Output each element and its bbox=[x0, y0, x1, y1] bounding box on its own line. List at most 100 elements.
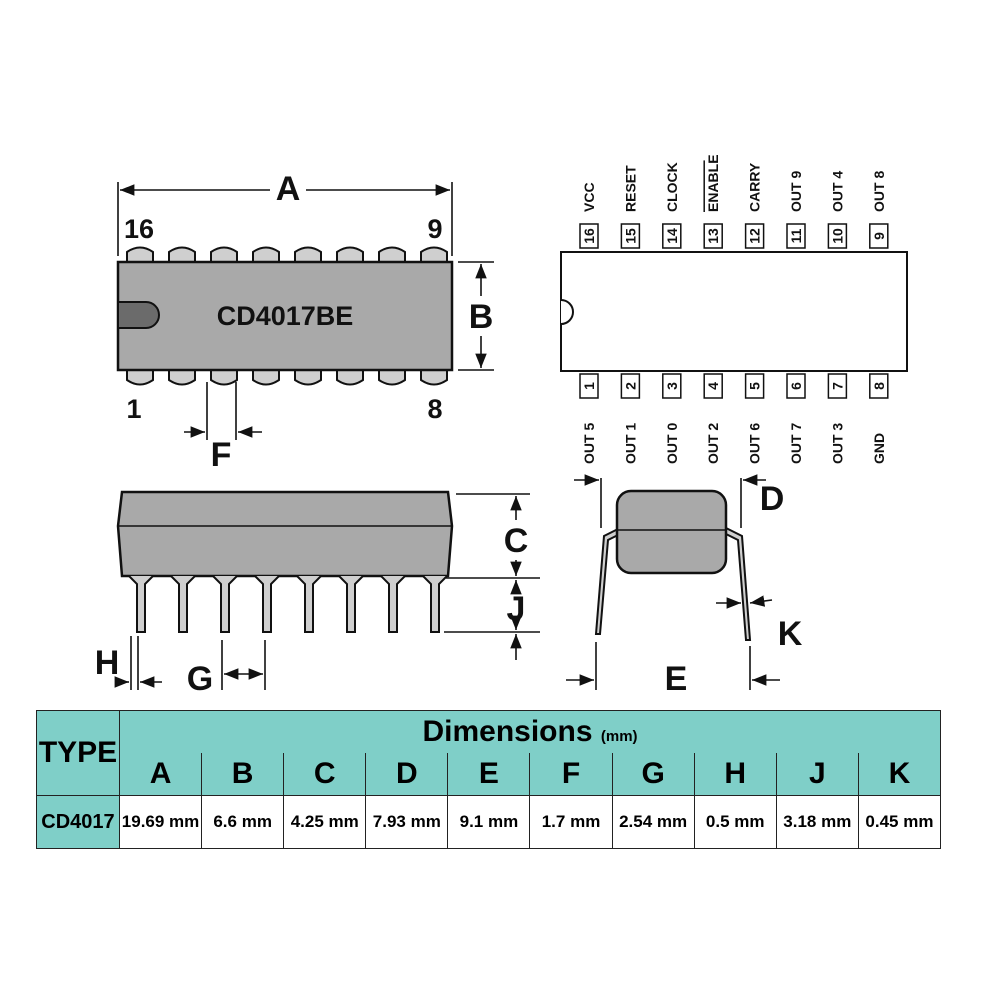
bottom-pin bbox=[252, 369, 280, 386]
pin-number: 3 bbox=[664, 382, 680, 390]
end-view: D K E bbox=[566, 474, 803, 698]
top-view: CD4017BE 16 9 1 8 A B F bbox=[116, 170, 494, 474]
bottom-pin bbox=[168, 369, 196, 386]
lead-tip bbox=[254, 575, 280, 633]
column-header-k: K bbox=[857, 753, 942, 796]
package-body-side bbox=[116, 490, 454, 578]
pin-signal-label: OUT 4 bbox=[829, 171, 845, 212]
pin-number: 7 bbox=[829, 382, 845, 390]
top-pin bbox=[168, 246, 196, 263]
dimension-b: B bbox=[458, 261, 494, 371]
dimension-h: H bbox=[95, 636, 162, 690]
pin-number: 10 bbox=[829, 228, 845, 244]
pin-number: 12 bbox=[747, 228, 763, 244]
dimension-d: D bbox=[574, 474, 785, 528]
dimensions-title: Dimensions bbox=[422, 715, 593, 748]
pin-number: 13 bbox=[705, 228, 721, 244]
dimension-c: C bbox=[446, 493, 540, 579]
pin-8-label: 8 bbox=[427, 394, 442, 424]
pinout-notch bbox=[560, 299, 574, 325]
pin-number: 6 bbox=[788, 382, 804, 390]
top-pin bbox=[378, 246, 406, 263]
value-cell-e: 9.1 mm bbox=[447, 795, 531, 849]
dimension-k: K bbox=[716, 595, 803, 653]
column-header-c: C bbox=[283, 753, 367, 796]
lead-tip bbox=[422, 575, 448, 633]
value-cell-c: 4.25 mm bbox=[283, 795, 367, 849]
value-cell-k: 0.45 mm bbox=[857, 795, 942, 849]
pin-number: 8 bbox=[871, 382, 887, 390]
dimension-d-label: D bbox=[760, 480, 785, 518]
pin-number: 5 bbox=[747, 382, 763, 390]
column-header-g: G bbox=[611, 753, 695, 796]
row-type-cell: CD4017 bbox=[36, 795, 120, 849]
lead-tip bbox=[296, 575, 322, 633]
dimension-a: A bbox=[117, 170, 453, 256]
top-pin bbox=[420, 246, 448, 263]
top-pin bbox=[294, 246, 322, 263]
pin-signal-label: VCC bbox=[581, 182, 597, 212]
side-view: C J H G bbox=[95, 490, 540, 698]
end-view-body bbox=[615, 489, 728, 575]
pin-signal-label: CLOCK bbox=[664, 162, 680, 212]
lead-tip bbox=[212, 575, 238, 633]
dimension-f-label: F bbox=[211, 436, 232, 474]
column-header-a: A bbox=[118, 753, 203, 796]
value-cell-g: 2.54 mm bbox=[611, 795, 695, 849]
dimension-e: E bbox=[566, 642, 780, 698]
value-cell-h: 0.5 mm bbox=[693, 795, 777, 849]
pin-signal-label: OUT 5 bbox=[581, 423, 597, 464]
dimension-a-label: A bbox=[276, 170, 301, 208]
value-cell-b: 6.6 mm bbox=[201, 795, 285, 849]
pinout-diagram: 16VCC15RESET14CLOCK13ENABLE12CARRY11OUT … bbox=[560, 154, 908, 464]
dimension-g: G bbox=[187, 640, 266, 698]
pin-signal-label: OUT 0 bbox=[664, 423, 680, 464]
bottom-pin bbox=[294, 369, 322, 386]
column-header-f: F bbox=[529, 753, 613, 796]
top-pin bbox=[252, 246, 280, 263]
column-header-e: E bbox=[447, 753, 531, 796]
pin-signal-label: OUT 1 bbox=[622, 423, 638, 464]
pin-signal-label: OUT 7 bbox=[788, 423, 804, 464]
lead-tip bbox=[170, 575, 196, 633]
value-cell-f: 1.7 mm bbox=[529, 795, 613, 849]
pin-number: 16 bbox=[581, 228, 597, 244]
pin-16-label: 16 bbox=[124, 214, 154, 244]
pin-13: 13 ENABLE bbox=[703, 154, 723, 249]
value-cell-a: 19.69 mm bbox=[118, 795, 203, 849]
column-header-j: J bbox=[775, 753, 859, 796]
dimensions-unit: (mm) bbox=[600, 728, 638, 745]
column-header-d: D bbox=[365, 753, 449, 796]
value-cell-j: 3.18 mm bbox=[775, 795, 859, 849]
column-header-h: H bbox=[693, 753, 777, 796]
pin-1-label: 1 bbox=[126, 394, 141, 424]
top-pin bbox=[336, 246, 364, 263]
bottom-pin bbox=[336, 369, 364, 386]
pin-signal-label: OUT 9 bbox=[788, 171, 804, 212]
dimension-b-label: B bbox=[469, 298, 494, 336]
value-cell-d: 7.93 mm bbox=[365, 795, 449, 849]
type-header: TYPE bbox=[36, 710, 120, 796]
top-view-pins bbox=[126, 246, 448, 386]
pin-signal-label: CARRY bbox=[747, 162, 763, 212]
package-body-top bbox=[116, 260, 454, 372]
pin-signal-label: OUT 3 bbox=[829, 423, 845, 464]
top-pin bbox=[126, 246, 154, 263]
pin-signal-label: ENABLE bbox=[705, 154, 721, 212]
dimension-h-label: H bbox=[95, 644, 120, 682]
chip-marking: CD4017BE bbox=[217, 301, 354, 331]
package-drawing: CD4017BE 16 9 1 8 A B F bbox=[95, 154, 908, 698]
lead-tip bbox=[380, 575, 406, 633]
pin-number: 15 bbox=[622, 228, 638, 244]
